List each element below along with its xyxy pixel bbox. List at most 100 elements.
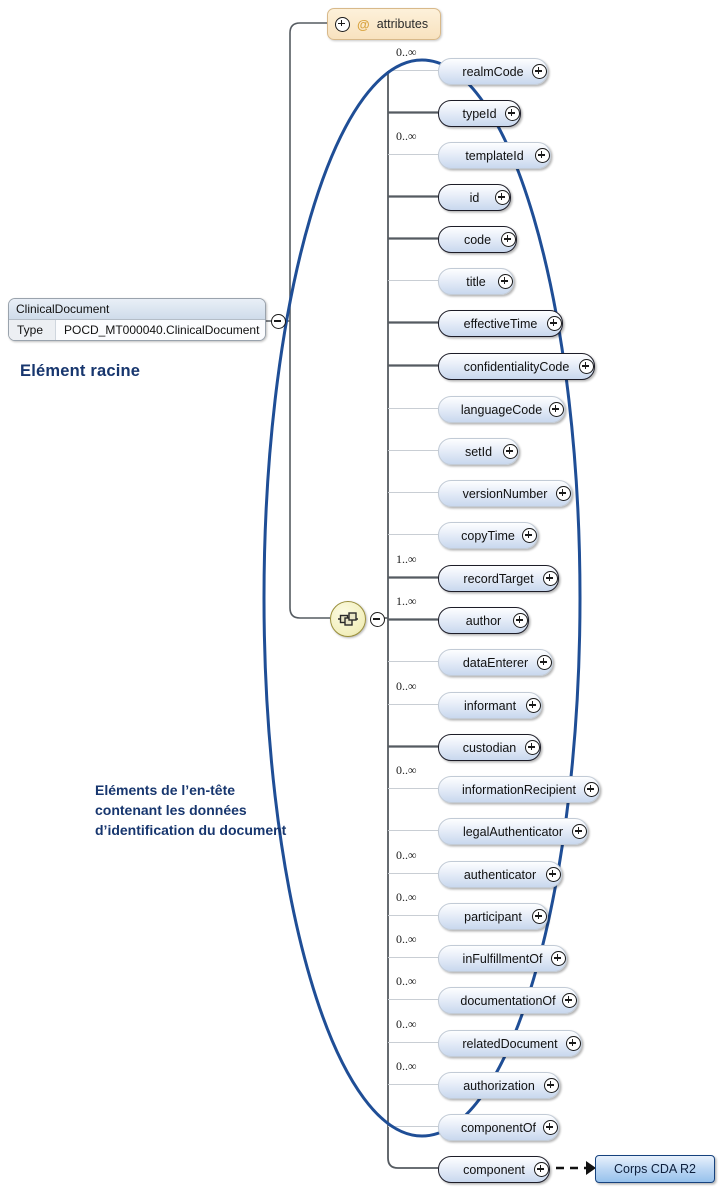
element-expand-plus-icon[interactable] (537, 655, 552, 670)
cardinality-label: 0..∞ (396, 763, 417, 777)
root-element-type-value: POCD_MT000040.ClinicalDocument (64, 323, 260, 337)
sequence-compositor-icon[interactable] (330, 601, 366, 637)
element-node-label: copyTime (461, 528, 515, 543)
element-node-label: effectiveTime (463, 316, 538, 331)
element-node-authenticator[interactable]: authenticator (438, 861, 562, 888)
element-node-label: templateId (465, 148, 524, 163)
element-node-label: inFulfillmentOf (462, 951, 543, 966)
element-expand-plus-icon[interactable] (495, 190, 510, 205)
element-node-label: languageCode (460, 402, 543, 417)
cardinality-label: 1..∞ (396, 552, 417, 566)
element-node-copytime[interactable]: copyTime (438, 522, 538, 549)
cardinality-label: 0..∞ (396, 1017, 417, 1031)
element-expand-plus-icon[interactable] (546, 867, 561, 882)
annotation-header-elements: Eléments de l’en-tête contenant les donn… (95, 782, 287, 838)
attributes-label: attributes (376, 17, 429, 31)
element-expand-plus-icon[interactable] (544, 1078, 559, 1093)
root-collapse-minus-icon[interactable] (271, 314, 286, 329)
element-expand-plus-icon[interactable] (549, 402, 564, 417)
element-node-label: realmCode (462, 64, 524, 79)
element-node-typeid[interactable]: typeId (438, 100, 521, 127)
element-node-label: participant (464, 909, 522, 924)
element-node-confidentialitycode[interactable]: confidentialityCode (438, 353, 595, 380)
element-expand-plus-icon[interactable] (556, 486, 571, 501)
element-expand-plus-icon[interactable] (562, 993, 577, 1008)
root-element-name: ClinicalDocument (9, 299, 265, 320)
element-expand-plus-icon[interactable] (579, 359, 594, 374)
element-expand-plus-icon[interactable] (566, 1036, 581, 1051)
element-expand-plus-icon[interactable] (513, 613, 528, 628)
attributes-expand-plus-icon[interactable] (335, 16, 350, 32)
element-expand-plus-icon[interactable] (501, 232, 516, 247)
cardinality-label: 0..∞ (396, 890, 417, 904)
element-node-label: author (465, 613, 502, 628)
element-expand-plus-icon[interactable] (522, 528, 537, 543)
element-expand-plus-icon[interactable] (503, 444, 518, 459)
element-expand-plus-icon[interactable] (547, 316, 562, 331)
cardinality-label: 0..∞ (396, 974, 417, 988)
element-node-versionnumber[interactable]: versionNumber (438, 480, 572, 507)
element-node-componentof[interactable]: componentOf (438, 1114, 559, 1141)
element-node-label: componentOf (460, 1120, 537, 1135)
element-node-label: authenticator (463, 867, 537, 882)
element-node-documentationof[interactable]: documentationOf (438, 987, 578, 1014)
element-node-custodian[interactable]: custodian (438, 734, 541, 761)
element-node-label: informationRecipient (462, 782, 576, 797)
element-expand-plus-icon[interactable] (526, 698, 541, 713)
element-node-label: documentationOf (460, 993, 556, 1008)
element-expand-plus-icon[interactable] (535, 148, 550, 163)
element-node-relateddocument[interactable]: relatedDocument (438, 1030, 582, 1057)
cda-body-node[interactable]: Corps CDA R2 (595, 1155, 715, 1183)
element-node-templateid[interactable]: templateId (438, 142, 551, 169)
element-node-informationrecipient[interactable]: informationRecipient (438, 776, 600, 803)
element-expand-plus-icon[interactable] (498, 274, 513, 289)
cardinality-label: 0..∞ (396, 848, 417, 862)
element-node-participant[interactable]: participant (438, 903, 548, 930)
element-node-label: custodian (462, 740, 517, 755)
element-expand-plus-icon[interactable] (525, 740, 540, 755)
element-node-informant[interactable]: informant (438, 692, 542, 719)
element-expand-plus-icon[interactable] (551, 951, 566, 966)
annotation-root-element: Elément racine (20, 362, 141, 380)
element-node-label: code (463, 232, 492, 247)
element-expand-plus-icon[interactable] (543, 571, 558, 586)
element-expand-plus-icon[interactable] (532, 64, 547, 79)
cda-body-label: Corps CDA R2 (614, 1162, 696, 1176)
element-node-label: relatedDocument (462, 1036, 558, 1051)
sequence-collapse-minus-icon[interactable] (370, 612, 385, 627)
element-node-label: confidentialityCode (463, 359, 570, 374)
element-node-label: id (469, 190, 480, 205)
element-expand-plus-icon[interactable] (584, 782, 599, 797)
element-expand-plus-icon[interactable] (505, 106, 520, 121)
element-node-label: versionNumber (462, 486, 548, 501)
attributes-node[interactable]: @ attributes (327, 8, 442, 40)
at-sign-icon: @ (357, 16, 370, 32)
element-node-languagecode[interactable]: languageCode (438, 396, 565, 423)
element-expand-plus-icon[interactable] (572, 824, 587, 839)
element-expand-plus-icon[interactable] (534, 1162, 549, 1177)
cardinality-label: 0..∞ (396, 45, 417, 59)
element-node-author[interactable]: author (438, 607, 529, 634)
cardinality-label: 0..∞ (396, 679, 417, 693)
cardinality-label: 0..∞ (396, 129, 417, 143)
element-node-infulfillmentof[interactable]: inFulfillmentOf (438, 945, 567, 972)
element-node-realmcode[interactable]: realmCode (438, 58, 548, 85)
element-node-label: setId (464, 444, 493, 459)
element-expand-plus-icon[interactable] (532, 909, 547, 924)
element-node-effectivetime[interactable]: effectiveTime (438, 310, 563, 337)
root-element-type-row: Type POCD_MT000040.ClinicalDocument (9, 320, 265, 340)
root-element-box[interactable]: ClinicalDocument Type POCD_MT000040.Clin… (8, 298, 266, 341)
element-node-label: title (466, 274, 486, 289)
element-node-label: dataEnterer (462, 655, 529, 670)
root-element-type-key: Type (9, 320, 56, 340)
element-node-legalauthenticator[interactable]: legalAuthenticator (438, 818, 588, 845)
element-node-component[interactable]: component (438, 1156, 550, 1183)
element-node-label: recordTarget (463, 571, 534, 586)
element-node-recordtarget[interactable]: recordTarget (438, 565, 559, 592)
element-node-authorization[interactable]: authorization (438, 1072, 560, 1099)
cardinality-label: 0..∞ (396, 1059, 417, 1073)
element-node-dataenterer[interactable]: dataEnterer (438, 649, 553, 676)
element-expand-plus-icon[interactable] (543, 1120, 558, 1135)
